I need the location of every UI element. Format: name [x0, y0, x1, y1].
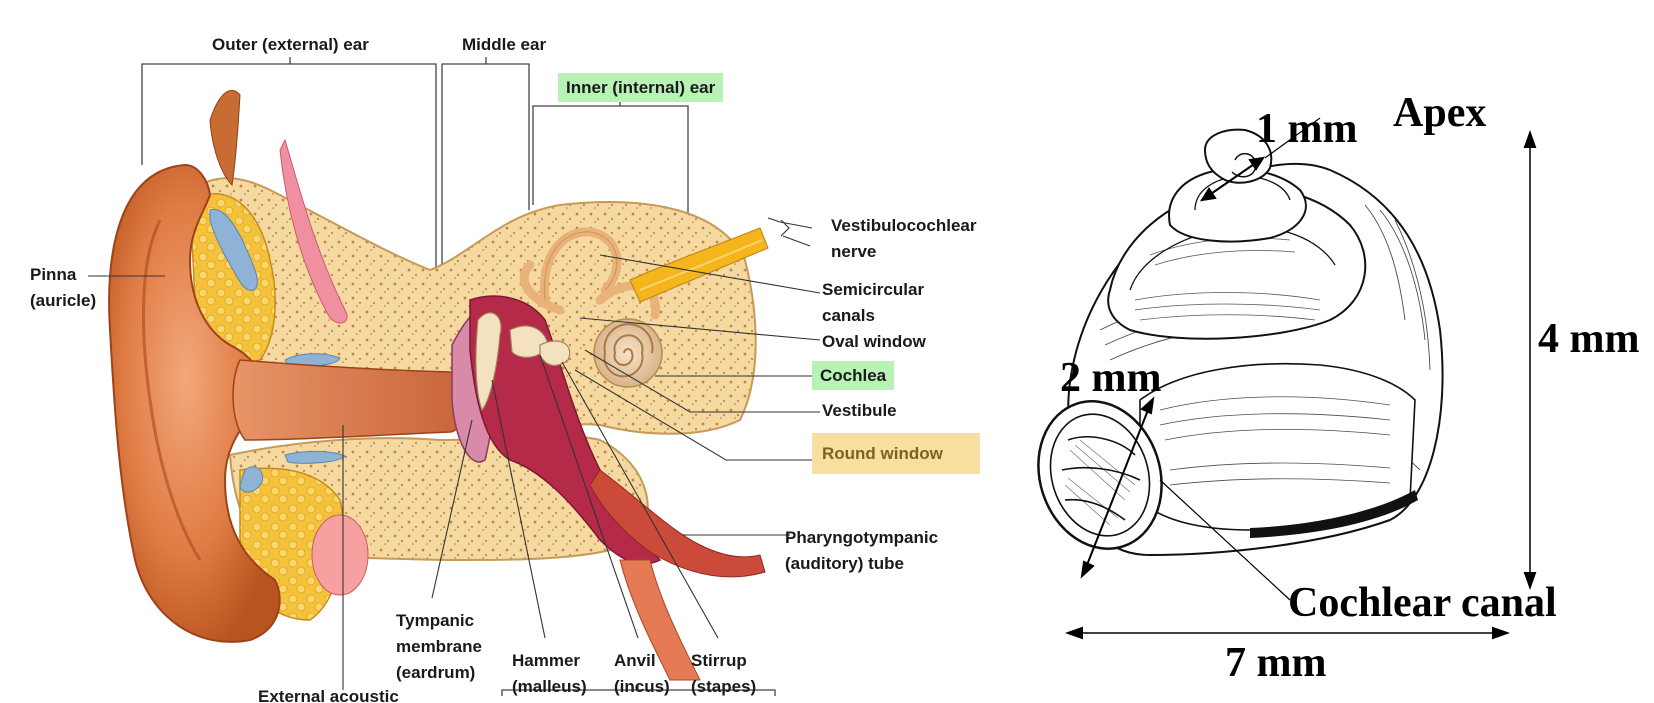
vestibulocochlear-label: Vestibulocochlear	[831, 215, 977, 236]
stapes-label: (stapes)	[691, 676, 756, 697]
cochlear-canal-label: Cochlear canal	[1288, 582, 1557, 624]
seven-mm-label: 7 mm	[1225, 642, 1326, 684]
anvil-label: Anvil	[614, 650, 656, 671]
oval-window-label: Oval window	[822, 331, 926, 352]
apex-label: Apex	[1393, 92, 1486, 134]
pharyngotympanic-label: Pharyngotympanic	[785, 527, 938, 548]
cochlea-shape	[594, 319, 662, 387]
four-mm-label: 4 mm	[1538, 318, 1639, 360]
vestibulocochlear-sub-label: nerve	[831, 241, 876, 262]
round-window-label: Round window	[812, 433, 980, 474]
one-mm-label: 1 mm	[1256, 108, 1357, 150]
external-acoustic-label: External acoustic	[258, 686, 399, 703]
hammer-label: Hammer	[512, 650, 580, 671]
pinna-sub-label: (auricle)	[30, 290, 96, 311]
semicircular-label: Semicircular	[822, 279, 924, 300]
stirrup-label: Stirrup	[691, 650, 747, 671]
two-mm-label: 2 mm	[1060, 357, 1161, 399]
tympanic-sub-label: membrane	[396, 636, 482, 657]
cochlea-label: Cochlea	[812, 361, 894, 390]
malleus-label: (malleus)	[512, 676, 587, 697]
cochlea-schematic	[1020, 130, 1443, 565]
middle-ear-label: Middle ear	[462, 34, 546, 55]
eardrum-label: (eardrum)	[396, 662, 475, 683]
tympanic-label: Tympanic	[396, 610, 474, 631]
pharyngotympanic-sub-label: (auditory) tube	[785, 553, 904, 574]
outer-ear-label: Outer (external) ear	[212, 34, 369, 55]
pinna-label: Pinna	[30, 264, 76, 285]
semicircular-sub-label: canals	[822, 305, 875, 326]
incus-label: (incus)	[614, 676, 670, 697]
vestibule-label: Vestibule	[822, 400, 897, 421]
inner-ear-label: Inner (internal) ear	[558, 73, 723, 102]
